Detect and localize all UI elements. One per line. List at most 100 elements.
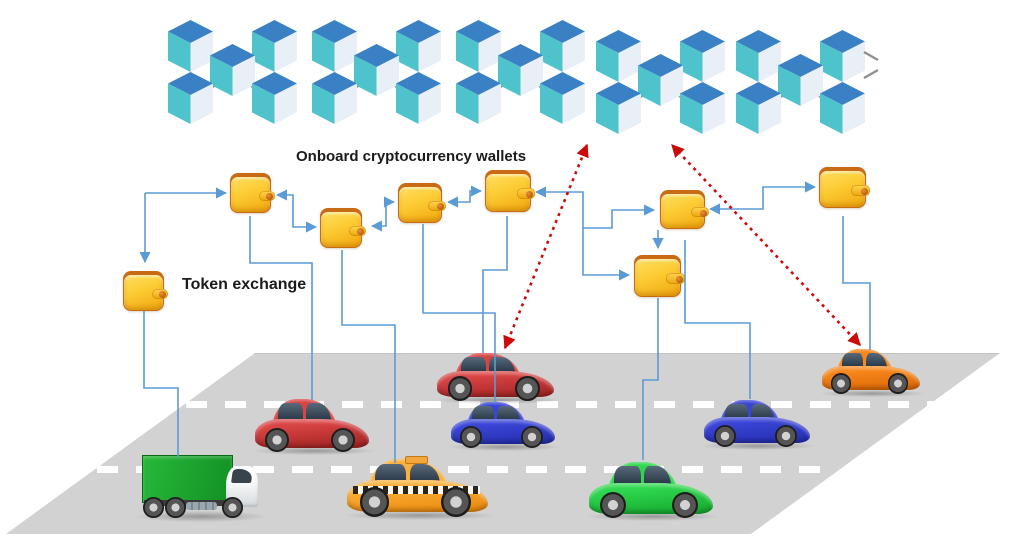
blockchain-cube-icon	[820, 30, 865, 82]
blockchain-cube-icon	[396, 20, 441, 72]
cluster-link-tick	[534, 82, 552, 94]
cube-face	[820, 30, 865, 53]
vehicle-sedan	[434, 353, 560, 404]
cluster-link-tick	[674, 60, 692, 72]
cube-face	[252, 20, 297, 43]
wallet-clasp-button	[860, 187, 868, 195]
wallet-clasp	[516, 188, 535, 200]
connector-line	[370, 196, 396, 232]
car-wheel	[359, 487, 390, 517]
connector-line	[842, 216, 871, 350]
cube-face	[396, 72, 441, 95]
wallet-clasp-button	[675, 276, 683, 284]
wallet-clasp	[151, 288, 168, 299]
blockchain-cube-icon	[168, 72, 213, 124]
cube-face	[638, 65, 661, 106]
vehicle-taxi	[344, 455, 496, 521]
blockchain-cube-icon	[596, 30, 641, 82]
cube-face	[210, 44, 255, 67]
blockchain-cube-icon	[596, 82, 641, 134]
vehicle-shadow	[344, 511, 496, 521]
wallet-icon	[230, 173, 275, 213]
blockchain-cube-icon	[820, 82, 865, 134]
cube-face	[456, 31, 479, 72]
cube-face	[274, 83, 297, 124]
cube-face	[334, 83, 357, 124]
blockchain-cube-icon	[638, 54, 683, 106]
blockchain-cube-icon	[396, 72, 441, 124]
onboard-wallets-label: Onboard cryptocurrency wallets	[296, 148, 527, 165]
cluster-link-tick	[534, 50, 552, 62]
cube-face	[334, 31, 357, 72]
wallet-clasp-button	[699, 209, 707, 217]
truck-side-tank	[185, 501, 218, 511]
token-exchange-wallet-icon	[123, 271, 168, 311]
cube-face	[778, 65, 801, 106]
cube-face	[596, 82, 641, 105]
vehicle-truck	[135, 452, 267, 522]
cube-face	[312, 31, 335, 72]
wallet-clasp-button	[356, 228, 364, 236]
taxi-roof-sign	[404, 455, 428, 464]
car-wheel	[460, 426, 483, 448]
cluster-link-tick	[201, 82, 219, 94]
wallet-clasp-button	[159, 291, 167, 299]
blockchain-cube-icon	[736, 82, 781, 134]
wallet-clasp	[428, 200, 446, 211]
cube-face	[168, 83, 191, 124]
wallet-icon	[485, 170, 535, 212]
wallet-icon	[634, 255, 685, 297]
cube-face	[736, 93, 759, 134]
cube-face	[680, 93, 703, 134]
cube-face	[252, 72, 297, 95]
truck-cargo-box	[141, 454, 233, 504]
connector-line	[708, 181, 817, 215]
cube-face	[702, 41, 725, 82]
wallet-clasp	[691, 207, 709, 218]
cube-face	[820, 41, 843, 82]
cube-face	[540, 31, 563, 72]
cluster-link-tick	[246, 50, 264, 62]
car-wheel	[775, 424, 798, 447]
cube-face	[842, 41, 865, 82]
cluster-link-tick	[629, 60, 647, 72]
cluster-link-tick	[863, 50, 879, 62]
blockchain-cluster	[736, 30, 865, 134]
car-wheel	[887, 373, 909, 394]
cube-face	[540, 20, 585, 43]
lane-marking	[97, 466, 835, 473]
cube-face	[232, 55, 255, 96]
cluster-link-tick	[390, 50, 408, 62]
cube-face	[396, 83, 419, 124]
wallet-clasp	[666, 273, 685, 285]
cube-face	[418, 31, 441, 72]
wallet-icon	[320, 208, 366, 248]
cube-face	[354, 55, 377, 96]
cluster-link-tick	[814, 92, 832, 104]
vehicle-shadow	[820, 389, 925, 397]
cube-face	[680, 41, 703, 82]
connector-line	[534, 186, 631, 281]
taxi-checker-stripe	[352, 486, 480, 494]
cube-face	[758, 93, 781, 134]
cube-face	[520, 55, 543, 96]
cube-face	[736, 82, 781, 105]
cube-face	[596, 41, 619, 82]
cluster-link-tick	[629, 92, 647, 104]
cluster-link-tick	[489, 82, 507, 94]
wallet-clasp-button	[525, 191, 533, 199]
cube-face	[540, 83, 563, 124]
cube-face	[376, 55, 399, 96]
blockchain-cube-icon	[252, 72, 297, 124]
cube-face	[618, 41, 641, 82]
vehicle-sedan	[586, 462, 720, 522]
cube-face	[596, 30, 641, 53]
car-wheel	[520, 426, 543, 448]
exchange-arrow-layer	[503, 143, 861, 350]
car-wheel	[713, 424, 736, 447]
cluster-link-tick	[814, 60, 832, 72]
blockchain-cube-icon	[312, 72, 357, 124]
cube-face	[618, 93, 641, 134]
cube-face	[274, 31, 297, 72]
vehicle-shadow	[434, 396, 560, 404]
